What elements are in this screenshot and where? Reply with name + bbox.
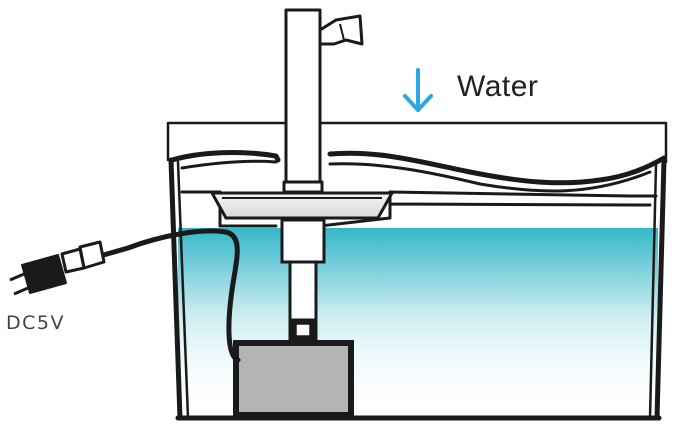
shelf-right [318, 190, 658, 228]
power-plug-icon [9, 240, 106, 296]
tank-right-wall [654, 157, 667, 421]
down-arrow-icon [403, 68, 433, 112]
spout [282, 8, 364, 194]
tank [166, 121, 668, 421]
lid-wave [169, 150, 667, 186]
plug-body [21, 254, 67, 294]
tank-left-wall [168, 157, 183, 421]
power-cable [97, 228, 241, 363]
diffuser-tray [209, 191, 395, 220]
spout-pipe [284, 8, 322, 190]
power-label: DC5V [6, 312, 65, 334]
tank-lid [166, 121, 668, 164]
plug-collar [60, 247, 86, 274]
water-pump-icon [233, 340, 354, 418]
water-label: Water [457, 70, 539, 103]
plug-prong-1 [9, 272, 29, 296]
